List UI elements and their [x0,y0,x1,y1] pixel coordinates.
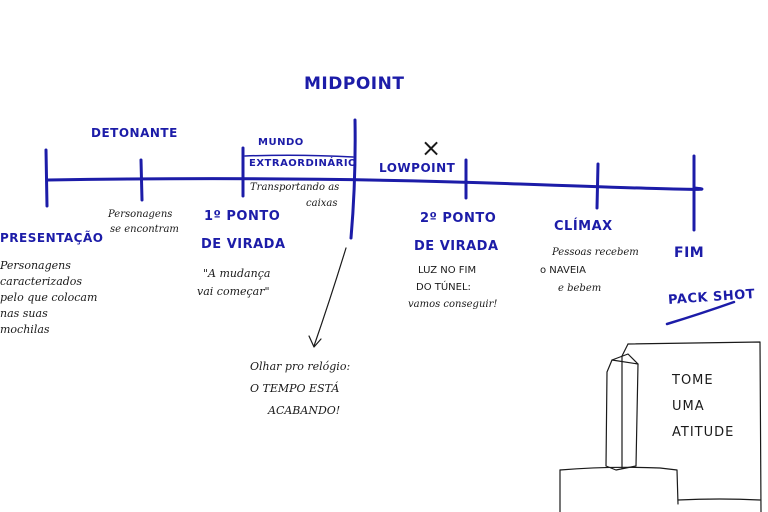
climax-note-line: Pessoas recebem [540,244,650,262]
detonante-label: DETONANTE [91,127,178,139]
apresentacao-note-line: pelo que colocam [0,290,112,306]
ponto2-note-line: DO TÚNEL: [408,279,518,296]
midpoint-note-line: Olhar pro relógio: [250,356,390,378]
ponto1-note-line1: "A mudança [203,266,270,282]
midpoint-note-line: O TEMPO ESTÁ [250,378,390,400]
lowpoint-label: LOWPOINT [379,162,455,174]
ponto2-label-line1: 2º PONTO [420,212,496,225]
tick-presentacao [46,150,47,206]
packshot-line: UMA [672,394,756,420]
detonante-note-line2: se encontram [110,225,179,235]
apresentacao-note-line: caracterizados [0,274,112,290]
ponto2-label-line2: DE VIRADA [414,240,499,253]
midpoint-note-line: ACABANDO! [250,400,390,422]
apresentacao-label: PRESENTAÇÃO [0,232,103,244]
midpoint-arrow [314,248,346,346]
midpoint-note: Olhar pro relógio: O TEMPO ESTÁ ACABANDO… [250,356,390,422]
lowpoint-x-mark: × [421,136,441,160]
apresentacao-note-line: nas suas [0,306,112,322]
climax-notes: Pessoas recebem o NAVEIA e bebem [540,244,650,298]
apresentacao-note-line: Personagens [0,258,112,274]
climax-label: CLÍMAX [554,220,613,233]
mundo-underline [245,155,353,157]
apresentacao-notes: Personagens caracterizados pelo que colo… [0,258,112,338]
packshot-card-text: TOME UMA ATITUDE [672,368,756,446]
ponto1-label-line2: DE VIRADA [201,238,286,251]
ponto2-notes: LUZ NO FIM DO TÚNEL: vamos conseguir! [408,262,518,313]
mundo-note-line2: caixas [306,199,338,209]
mundo-label-line1: MUNDO [258,138,304,148]
packshot-line: TOME [672,368,756,394]
mundo-note-line1: Transportando as [250,183,339,193]
detonante-note-line1: Personagens [108,210,172,220]
climax-note-line: e bebem [540,280,650,298]
climax-note-line: o NAVEIA [540,262,650,280]
midpoint-label: MIDPOINT [304,76,404,93]
apresentacao-note-line: mochilas [0,322,112,338]
ponto1-label-line1: 1º PONTO [204,210,280,223]
timeline-line [48,179,702,190]
tick-detonante [141,160,142,200]
mundo-label-line2: EXTRAORDINÁRIO [249,159,357,169]
packshot-line: ATITUDE [672,420,756,446]
tick-climax [597,164,598,208]
fim-label: FIM [674,246,704,260]
ponto1-note-line2: vai começar" [197,284,270,300]
ponto2-note-line: vamos conseguir! [408,296,518,313]
ponto2-note-line: LUZ NO FIM [408,262,518,279]
